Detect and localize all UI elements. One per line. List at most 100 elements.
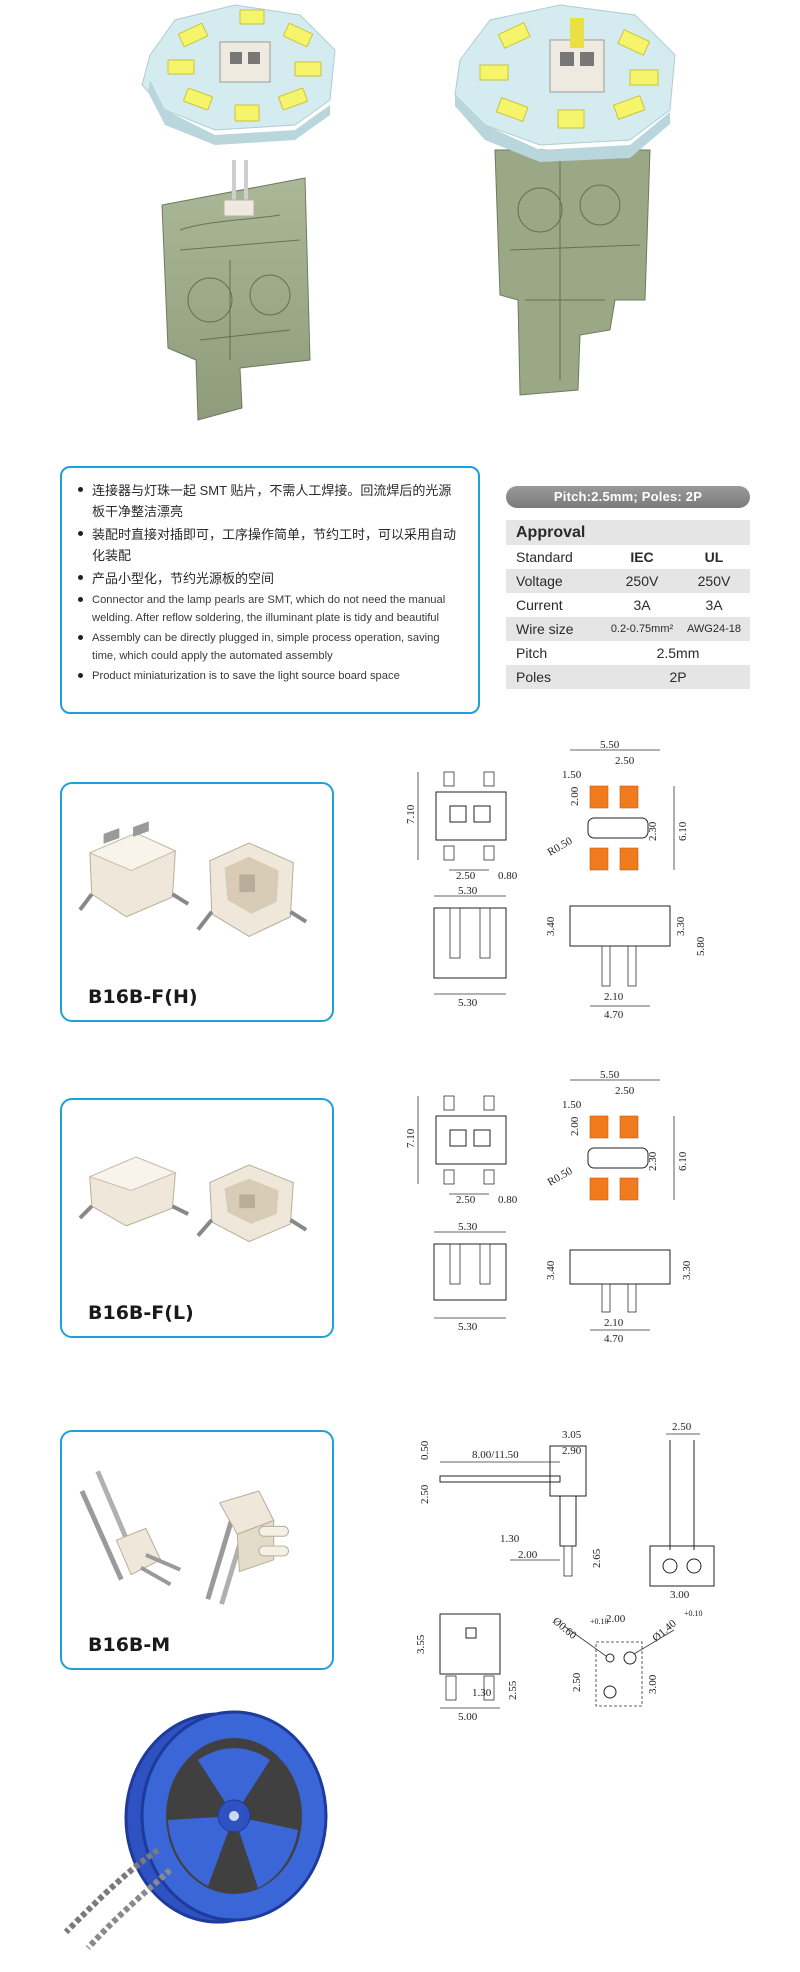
- spec-value-iec: 3A: [633, 597, 651, 613]
- spec-value: 2P: [669, 669, 687, 685]
- dim-label: 4.70: [604, 1333, 624, 1344]
- product-name: B16B-M: [88, 1634, 171, 1656]
- drawing-b16b-m-bottom: 3.55 2.55 1.30 5.00: [400, 1604, 530, 1724]
- dim-label: 5.50: [600, 739, 620, 751]
- dim-label: 2.10: [604, 991, 624, 1003]
- dim-label: 1.30: [500, 1533, 520, 1545]
- spec-label: Voltage: [516, 573, 563, 589]
- drawing-b16b-fl-top: 7.10 2.50 0.80: [406, 1086, 530, 1206]
- spec-row-current: Current 3A 3A: [506, 593, 750, 617]
- product-name: B16B-F(H): [88, 986, 198, 1008]
- drawing-b16b-fh-side: 3.40 3.30 5.80 2.10 4.70: [540, 896, 710, 1020]
- spec-row-voltage: Voltage 250V 250V: [506, 569, 750, 593]
- dim-label: +0.10: [590, 1617, 609, 1626]
- spec-title-row: Approval: [506, 520, 750, 545]
- dim-label: 2.00: [569, 1116, 581, 1136]
- dim-label: 2.50: [615, 755, 635, 767]
- spec-value-iec: 0.2-0.75mm²: [610, 623, 674, 635]
- spec-value: 2.5mm: [656, 645, 700, 661]
- drawing-b16b-m-holes: Ø0.60 +0.10 2.00 Ø1.40 +0.10 2.50 3.00: [544, 1602, 724, 1732]
- drawing-b16b-m-side: 0.50 8.00/11.50 3.05 2.90 2.50 1.30 2.00…: [400, 1420, 620, 1590]
- dim-label: 3.00: [647, 1674, 659, 1694]
- connector-photo: [79, 1470, 289, 1605]
- dim-label: Ø1.40: [650, 1617, 679, 1644]
- spec-value-ul: 250V: [697, 573, 731, 589]
- drawing-b16b-fl-pads: 5.50 2.50 1.50 2.00 2.30 6.10 R0.50: [540, 1066, 690, 1216]
- dim-label: 2.00: [569, 786, 581, 806]
- connector-photo: [78, 821, 308, 937]
- spec-value-iec: 250V: [625, 573, 659, 589]
- spec-value-ul: AWG24-18: [686, 623, 741, 635]
- dim-label: 3.40: [545, 916, 557, 936]
- led-board-assembly-right: [440, 0, 800, 450]
- dim-label: 8.00/11.50: [472, 1449, 519, 1461]
- dim-label: 3.30: [675, 916, 687, 936]
- drawing-b16b-fh-front: 5.30 5.30: [420, 886, 520, 1010]
- connector-photo: [78, 1156, 308, 1243]
- drawing-b16b-fl-side: 3.40 3.30 2.10 4.70: [540, 1240, 710, 1344]
- dim-label: 2.00: [606, 1613, 626, 1625]
- spec-row-pitch: Pitch 2.5mm: [506, 641, 750, 665]
- dim-label: 2.50: [615, 1085, 635, 1097]
- dim-label: 5.30: [458, 997, 478, 1009]
- dim-label: 2.10: [604, 1317, 624, 1329]
- spec-row-standard: Standard IEC UL: [506, 545, 750, 569]
- dim-label: 2.50: [456, 1194, 476, 1206]
- feature-list-box: 连接器与灯珠一起 SMT 贴片，不需人工焊接。回流焊后的光源板干净整洁漂亮 装配…: [60, 466, 480, 714]
- feature-item: 装配时直接对插即可，工序操作简单，节约工时，可以采用自动化装配: [76, 524, 464, 566]
- dim-label: +0.10: [684, 1609, 703, 1618]
- product-card-b16b-fl: B16B-F(L): [60, 1098, 334, 1338]
- dim-label: 1.50: [562, 769, 582, 781]
- dim-label: 1.50: [562, 1099, 582, 1111]
- dim-label: 4.70: [604, 1009, 624, 1020]
- feature-item: Assembly can be directly plugged in, sim…: [76, 629, 464, 665]
- spec-value-ul: 3A: [705, 597, 723, 613]
- dim-label: 1.30: [472, 1687, 492, 1699]
- dim-label: 2.65: [591, 1548, 603, 1568]
- dim-label: 7.10: [406, 804, 417, 824]
- dim-label: 2.90: [562, 1445, 582, 1457]
- dim-label: 0.50: [419, 1440, 431, 1460]
- dim-label: 6.10: [677, 821, 689, 841]
- feature-item: Product miniaturization is to save the l…: [76, 667, 464, 685]
- pitch-poles-banner: Pitch:2.5mm; Poles: 2P: [506, 486, 750, 508]
- dim-label: 5.30: [458, 886, 478, 897]
- dim-label: 2.30: [647, 821, 659, 841]
- dim-label: 6.10: [677, 1151, 689, 1171]
- dim-label: 5.00: [458, 1711, 478, 1723]
- dim-label: 2.30: [647, 1151, 659, 1171]
- dim-label: 2.50: [419, 1484, 431, 1504]
- spec-value-iec: IEC: [630, 549, 654, 565]
- drawing-b16b-m-front: 2.50 3.00: [630, 1420, 730, 1600]
- dim-label: 2.00: [518, 1549, 538, 1561]
- dim-label: 3.05: [562, 1429, 582, 1441]
- drawing-b16b-fl-front: 5.30 5.30: [420, 1222, 520, 1334]
- feature-item: 连接器与灯珠一起 SMT 贴片，不需人工焊接。回流焊后的光源板干净整洁漂亮: [76, 480, 464, 522]
- spec-label: Wire size: [516, 621, 574, 637]
- dim-label: 3.40: [545, 1260, 557, 1280]
- feature-item: 产品小型化，节约光源板的空间: [76, 568, 464, 589]
- dim-label: Ø0.60: [550, 1615, 579, 1642]
- led-board-assembly-left: [120, 0, 480, 450]
- spec-table: Approval Standard IEC UL Voltage 250V 25…: [506, 520, 750, 689]
- drawing-b16b-fh-top: 7.10 2.50 0.80: [406, 762, 530, 882]
- dim-label: 3.55: [415, 1634, 427, 1654]
- dim-label: 0.80: [498, 1194, 518, 1206]
- dim-label: R0.50: [546, 835, 575, 859]
- spec-title: Approval: [516, 523, 586, 541]
- dim-label: 3.00: [670, 1589, 690, 1600]
- dim-label: 5.50: [600, 1069, 620, 1081]
- product-name: B16B-F(L): [88, 1302, 194, 1324]
- dim-label: 2.50: [672, 1421, 692, 1433]
- drawing-b16b-fh-pads: 5.50 2.50 1.50 2.00 2.30 6.10 R0.50: [540, 736, 690, 886]
- dim-label: 5.30: [458, 1321, 478, 1333]
- feature-item: Connector and the lamp pearls are SMT, w…: [76, 591, 464, 627]
- feature-list: 连接器与灯珠一起 SMT 贴片，不需人工焊接。回流焊后的光源板干净整洁漂亮 装配…: [76, 480, 464, 685]
- product-card-b16b-fh: B16B-F(H): [60, 782, 334, 1022]
- dim-label: 5.30: [458, 1222, 478, 1233]
- spec-label: Standard: [516, 549, 573, 565]
- dim-label: 2.50: [571, 1672, 583, 1692]
- dim-label: 0.80: [498, 870, 518, 882]
- dim-label: 2.50: [456, 870, 476, 882]
- spec-label: Pitch: [516, 645, 548, 661]
